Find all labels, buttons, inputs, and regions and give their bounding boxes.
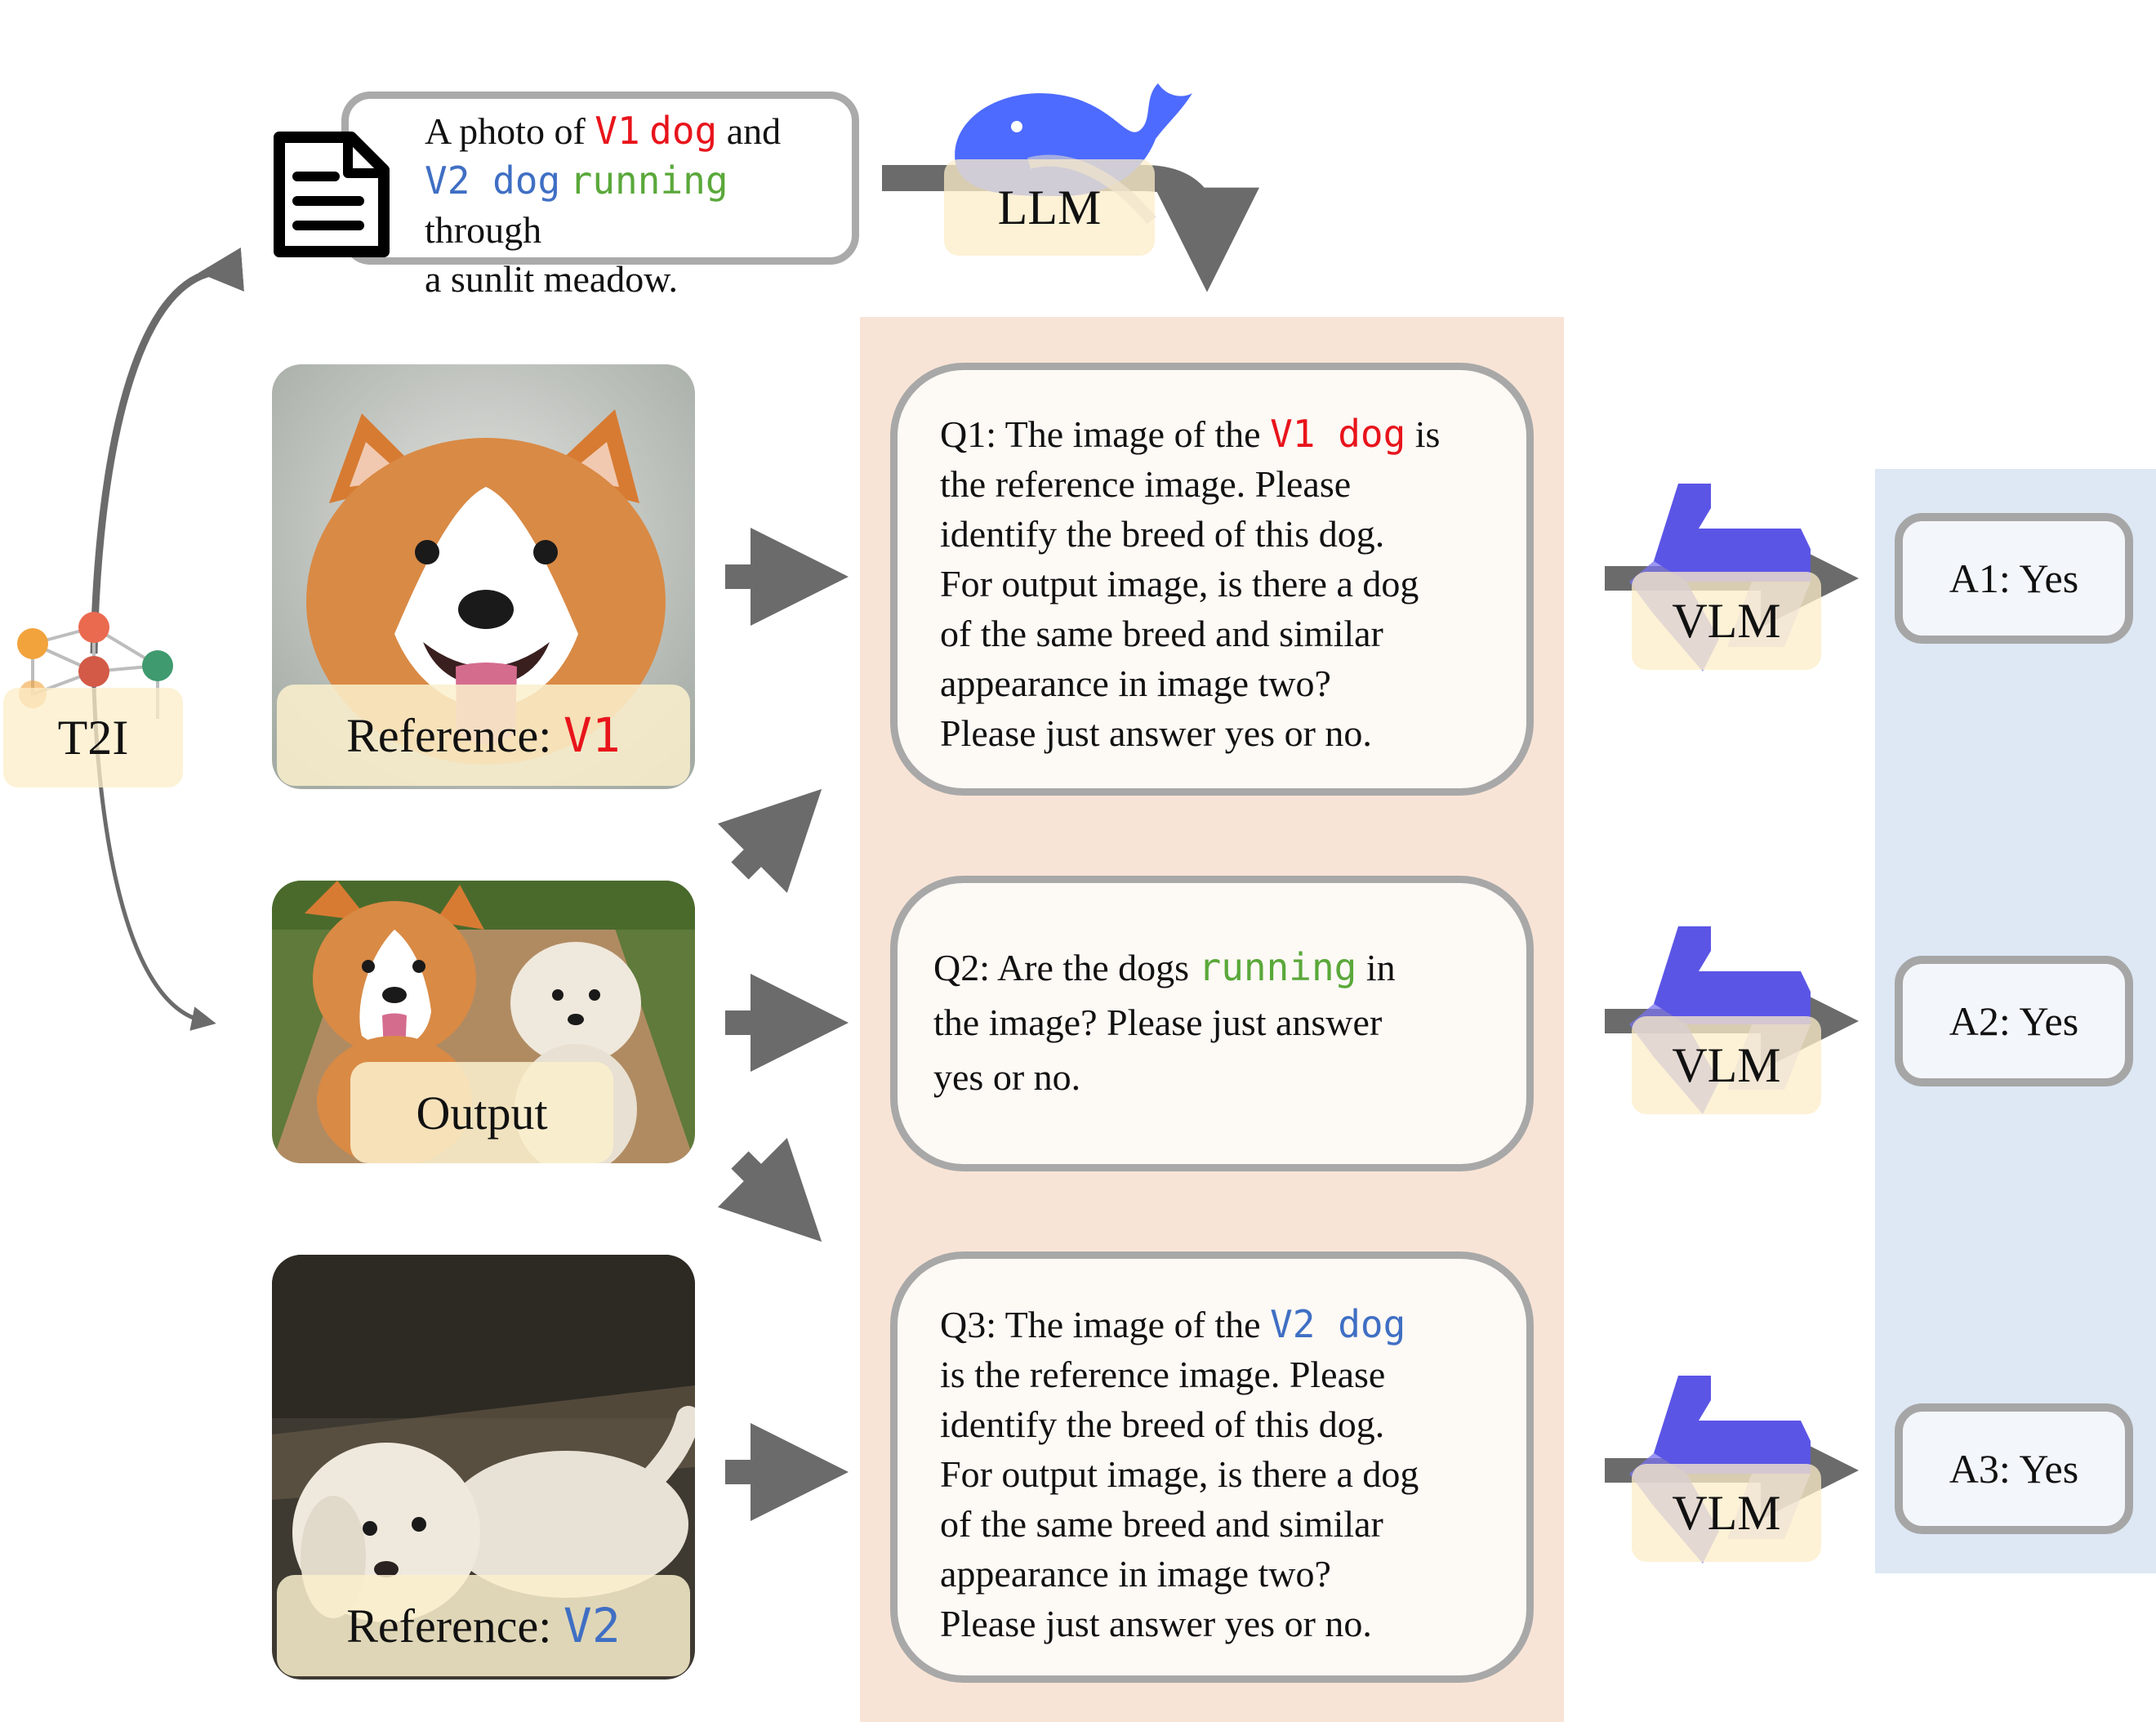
output-label: Output bbox=[350, 1062, 613, 1163]
running-question-token: running bbox=[1198, 945, 1357, 989]
output-image: Output bbox=[272, 881, 695, 1163]
prompt-line-3: a sunlit meadow. bbox=[425, 258, 679, 300]
question-1-box: Q1: The image of the V1 dog is the refer… bbox=[890, 363, 1534, 796]
question-3-box: Q3: The image of the V2 dog is the refer… bbox=[890, 1251, 1534, 1683]
prompt-text: A photo of V1 dog and V2 dog running thr… bbox=[425, 106, 849, 304]
v2-dog-question-token: V2 dog bbox=[1270, 1302, 1406, 1346]
document-icon bbox=[274, 132, 390, 257]
neural-network-icon bbox=[17, 612, 173, 719]
answer-1: A1: Yes bbox=[1895, 513, 2133, 644]
t2i-input-curve bbox=[90, 247, 245, 654]
llm-label: LLM bbox=[944, 159, 1155, 256]
question-3-text: Q3: The image of the V2 dog is the refer… bbox=[940, 1302, 1419, 1644]
reference-v1-label: Reference: V1 bbox=[277, 685, 690, 786]
reference-v2-label: Reference: V2 bbox=[277, 1575, 690, 1676]
v2-dog-token: V2 dog bbox=[425, 158, 561, 203]
vlm-label-2: VLM bbox=[1632, 1016, 1821, 1114]
t2i-label: T2I bbox=[3, 688, 183, 787]
vlm-label-3: VLM bbox=[1632, 1464, 1821, 1562]
question-2-text: Q2: Are the dogs running in the image? P… bbox=[933, 945, 1396, 1098]
answer-2: A2: Yes bbox=[1895, 956, 2133, 1086]
prompt-box bbox=[341, 91, 859, 265]
v1-dog-token: V1 dog bbox=[1270, 412, 1406, 456]
prompt-line-2: V2 dog running through bbox=[425, 158, 728, 251]
v1-token: V1 bbox=[595, 109, 640, 153]
running-token: running bbox=[569, 158, 728, 203]
vlm-label-1: VLM bbox=[1632, 572, 1821, 670]
output-to-q1-arrow bbox=[717, 788, 822, 894]
reference-v2-image: Reference: V2 bbox=[272, 1255, 695, 1680]
output-to-q3-arrow bbox=[717, 1137, 822, 1242]
question-2-box: Q2: Are the dogs running in the image? P… bbox=[890, 876, 1534, 1171]
reference-v1-image: Reference: V1 bbox=[272, 364, 695, 789]
answer-3: A3: Yes bbox=[1895, 1403, 2133, 1534]
question-1-text: Q1: The image of the V1 dog is the refer… bbox=[940, 412, 1441, 754]
dog-token: dog bbox=[649, 109, 718, 153]
prompt-line-1: A photo of V1 dog and bbox=[425, 109, 782, 153]
